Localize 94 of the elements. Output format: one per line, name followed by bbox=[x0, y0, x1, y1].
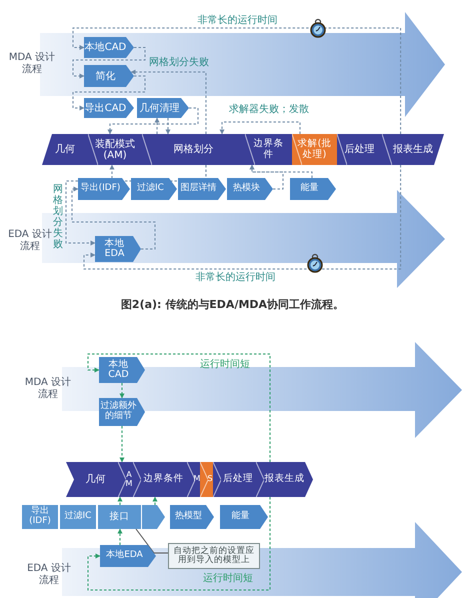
process-step bbox=[84, 37, 134, 58]
process-bar-segment bbox=[133, 462, 187, 497]
step-label: 报表生成 bbox=[264, 474, 304, 485]
step-label: 报表生成 bbox=[393, 144, 433, 155]
step-label: 热模块 bbox=[233, 184, 260, 194]
dashed-arrow bbox=[120, 382, 124, 398]
edge-label: 网格划分失败 bbox=[148, 57, 210, 68]
step-label: 后处理 bbox=[344, 144, 374, 155]
process-box bbox=[60, 505, 97, 529]
process-step bbox=[227, 178, 273, 200]
leader-line bbox=[136, 528, 168, 554]
process-bar-segment bbox=[256, 462, 313, 497]
step-label: 后处理 bbox=[223, 474, 253, 485]
step-label: 热模型 bbox=[175, 512, 202, 522]
dashed-arrow bbox=[72, 76, 146, 110]
step-label: 网格划分 bbox=[174, 144, 214, 155]
step-label: 能量 bbox=[232, 512, 250, 522]
edge-label: 非常长的运行时间 bbox=[194, 272, 276, 284]
flow-label: MDA 设计流程 bbox=[8, 52, 56, 75]
process-bar-segment bbox=[200, 462, 213, 497]
process-bar-segment bbox=[213, 462, 256, 497]
step-label: 简化 bbox=[96, 70, 116, 82]
step-label: 图层详情 bbox=[180, 184, 216, 194]
dashed-arrow bbox=[118, 496, 122, 506]
step-label: 导出CAD bbox=[84, 102, 126, 114]
process-step bbox=[170, 505, 214, 529]
process-box bbox=[22, 505, 59, 529]
step-label: 过滤额外的细节 bbox=[100, 402, 138, 422]
dashed-arrow bbox=[107, 108, 198, 134]
dashed-arrow bbox=[84, 164, 402, 270]
step-label: 边界条件 bbox=[144, 474, 184, 485]
step-label: 本地CAD bbox=[107, 360, 130, 380]
step-label: 几何 bbox=[86, 474, 106, 485]
step-label: 导出(IDF) bbox=[80, 184, 120, 194]
callout-box bbox=[168, 543, 260, 569]
process-bar-segment bbox=[187, 462, 200, 497]
edge-label: 非常长的运行时间 bbox=[196, 15, 278, 26]
flow-label: MDA 设计流程 bbox=[24, 377, 72, 400]
step-label: 接口 bbox=[110, 512, 130, 522]
flow-label: EDA 设计流程 bbox=[8, 229, 52, 252]
step-label: 本地EDA bbox=[106, 551, 143, 561]
dashed-arrow bbox=[166, 118, 170, 134]
edge-label: 求解器失败；发散 bbox=[228, 104, 310, 116]
dashed-arrow bbox=[220, 122, 300, 134]
flow-label: EDA 设计流程 bbox=[26, 563, 72, 586]
step-label: 装配模式(AM) bbox=[94, 138, 136, 160]
step-label: 几何 bbox=[55, 144, 75, 155]
step-label: S bbox=[207, 475, 213, 484]
dashed-arrow bbox=[88, 354, 271, 462]
dashed-arrow bbox=[130, 70, 206, 134]
step-label: M bbox=[194, 475, 200, 484]
process-step bbox=[131, 178, 177, 200]
step-label: 本地CAD bbox=[84, 42, 126, 53]
dashed-arrow bbox=[72, 47, 146, 78]
step-label: 过滤IC bbox=[137, 184, 164, 194]
process-step bbox=[142, 505, 165, 529]
step-label: 导出(IDF) bbox=[28, 507, 52, 527]
dashed-arrow bbox=[72, 186, 156, 250]
edge-label: 网格划分失败 bbox=[53, 184, 63, 250]
process-step bbox=[290, 178, 336, 200]
edge-label: 运行时间短 bbox=[202, 573, 254, 584]
dashed-arrow bbox=[250, 164, 312, 178]
step-label: 过滤IC bbox=[64, 512, 92, 522]
process-step bbox=[99, 357, 145, 383]
step-label: 能量 bbox=[300, 184, 318, 194]
process-step bbox=[137, 98, 189, 118]
process-bar-segment bbox=[245, 134, 292, 165]
step-label: 自动把之前的设置应用到导入的模型上 bbox=[172, 546, 256, 566]
process-bar-segment bbox=[118, 462, 133, 497]
step-label: 几何清理 bbox=[140, 102, 180, 114]
process-step bbox=[84, 65, 134, 87]
step-label: A M bbox=[126, 470, 132, 488]
dashed-arrow bbox=[120, 426, 124, 462]
process-bar-segment bbox=[66, 462, 118, 497]
process-step bbox=[100, 545, 156, 567]
process-step bbox=[178, 178, 226, 200]
process-step bbox=[220, 505, 268, 529]
dashed-arrow bbox=[152, 496, 158, 506]
figure-caption: 图2(a): 传统的与EDA/MDA协同工作流程。 bbox=[120, 299, 346, 312]
step-label: 本地EDA bbox=[104, 238, 126, 260]
step-label: 边界条件 bbox=[252, 139, 284, 160]
process-step bbox=[99, 398, 145, 426]
process-box bbox=[98, 505, 142, 529]
process-bar-segment bbox=[292, 134, 337, 165]
dashed-arrow bbox=[72, 28, 402, 134]
dashed-arrow bbox=[118, 528, 122, 546]
process-step bbox=[84, 98, 134, 118]
step-label: 求解(批处理) bbox=[296, 139, 332, 160]
process-bar-segment bbox=[337, 134, 382, 165]
dashed-arrow bbox=[154, 118, 160, 134]
process-step bbox=[95, 236, 141, 262]
process-step bbox=[78, 178, 130, 200]
dashed-arrow bbox=[88, 496, 271, 590]
edge-label: 运行时间短 bbox=[199, 359, 251, 370]
